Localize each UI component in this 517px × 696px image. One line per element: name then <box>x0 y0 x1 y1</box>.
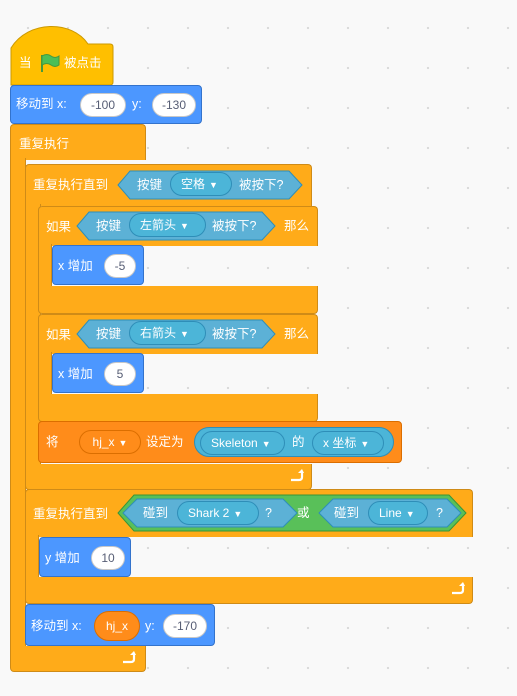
change-x-block[interactable]: x 增加 -5 <box>52 245 144 285</box>
repeat-until-label: 重复执行直到 <box>33 178 109 192</box>
when-label: 当 <box>19 56 32 70</box>
change-x-input[interactable]: -5 <box>104 254 136 278</box>
if-right-arm <box>38 352 52 398</box>
y-label: y: <box>145 619 155 633</box>
pressed-label: 被按下? <box>212 327 257 341</box>
x-variable-reporter[interactable]: hj_x <box>94 611 140 641</box>
property-name: x 坐标 <box>323 436 357 450</box>
key-dropdown[interactable]: 空格▼ <box>170 172 232 196</box>
repeat-until-2-bottom <box>25 577 473 604</box>
touching-label: 碰到 <box>143 506 169 520</box>
property-dropdown[interactable]: x 坐标▼ <box>312 431 384 455</box>
sprite-dropdown[interactable]: Skeleton▼ <box>200 431 285 455</box>
loop-arrow-icon <box>291 469 304 482</box>
forever-arm <box>10 158 26 648</box>
sprite-name: Skeleton <box>211 436 258 450</box>
y-input[interactable]: -130 <box>152 93 196 117</box>
clicked-label: 被点击 <box>64 56 102 70</box>
change-y-block[interactable]: y 增加 10 <box>39 537 131 577</box>
dropdown-arrow-icon: ▼ <box>180 221 189 231</box>
y-input[interactable]: -170 <box>163 614 207 638</box>
y-label: y: <box>132 97 142 111</box>
touch-target-value: Shark 2 <box>188 506 230 520</box>
dropdown-arrow-icon: ▼ <box>405 509 415 519</box>
loop-arrow-icon <box>452 582 465 595</box>
forever-top: 重复执行 <box>10 124 146 160</box>
go-to-label: 移动到 x: <box>16 97 67 111</box>
touching-label: 碰到 <box>334 506 360 520</box>
of-label: 的 <box>292 435 305 449</box>
change-x-input[interactable]: 5 <box>104 362 136 386</box>
change-y-input[interactable]: 10 <box>91 546 125 570</box>
green-flag-icon <box>41 54 60 72</box>
set-variable-block[interactable]: 将 hj_x▼ 设定为 Skeleton▼ 的 x 坐标▼ <box>38 421 402 463</box>
question-mark: ? <box>436 506 443 520</box>
dropdown-arrow-icon: ▼ <box>209 180 218 190</box>
change-x-label: x 增加 <box>58 367 93 381</box>
touch-target-dropdown[interactable]: Shark 2▼ <box>177 501 259 525</box>
set-to-label: 设定为 <box>146 435 184 449</box>
if-right-bottom <box>38 394 318 422</box>
dropdown-arrow-icon: ▼ <box>360 439 370 449</box>
dropdown-arrow-icon: ▼ <box>261 439 271 449</box>
sprite-property-reporter[interactable]: Skeleton▼ 的 x 坐标▼ <box>194 427 394 457</box>
key-label: 按键 <box>137 178 163 192</box>
or-label: 或 <box>297 506 310 520</box>
x-input[interactable]: -100 <box>80 93 126 117</box>
key-label: 按键 <box>96 219 122 233</box>
dropdown-arrow-icon: ▼ <box>233 509 243 519</box>
if-label: 如果 <box>46 220 72 234</box>
repeat-until-1-bottom <box>25 464 312 490</box>
go-to-label: 移动到 x: <box>31 619 82 633</box>
repeat-until-label: 重复执行直到 <box>33 507 109 521</box>
set-label: 将 <box>46 435 59 449</box>
hat-block-shape <box>10 26 114 86</box>
if-left-bottom <box>38 286 318 314</box>
then-label: 那么 <box>284 327 310 341</box>
if-label: 如果 <box>46 328 72 342</box>
touch-target-value: Line <box>379 506 402 520</box>
forever-bottom <box>10 646 146 672</box>
variable-name: hj_x <box>92 435 115 449</box>
go-to-xy-block[interactable]: 移动到 x: -100 y: -130 <box>10 85 202 124</box>
if-left-arm <box>38 244 52 290</box>
go-to-xy-block[interactable]: 移动到 x: hj_x y: -170 <box>25 604 215 646</box>
change-x-label: x 增加 <box>58 259 93 273</box>
forever-label: 重复执行 <box>19 137 70 151</box>
question-mark: ? <box>265 506 272 520</box>
key-value: 空格 <box>181 177 206 191</box>
key-value: 左箭头 <box>140 218 177 232</box>
key-dropdown[interactable]: 左箭头▼ <box>129 213 206 237</box>
key-label: 按键 <box>96 327 122 341</box>
variable-dropdown[interactable]: hj_x▼ <box>79 430 141 454</box>
repeat-until-2-arm <box>25 535 39 581</box>
change-y-label: y 增加 <box>45 551 80 565</box>
pressed-label: 被按下? <box>239 178 284 192</box>
key-dropdown[interactable]: 右箭头▼ <box>129 321 206 345</box>
dropdown-arrow-icon: ▼ <box>118 438 128 448</box>
pressed-label: 被按下? <box>212 219 257 233</box>
key-value: 右箭头 <box>140 326 177 340</box>
change-x-block[interactable]: x 增加 5 <box>52 353 144 393</box>
then-label: 那么 <box>284 219 310 233</box>
loop-arrow-icon <box>123 651 136 664</box>
touch-target-dropdown[interactable]: Line▼ <box>368 501 428 525</box>
dropdown-arrow-icon: ▼ <box>180 329 189 339</box>
